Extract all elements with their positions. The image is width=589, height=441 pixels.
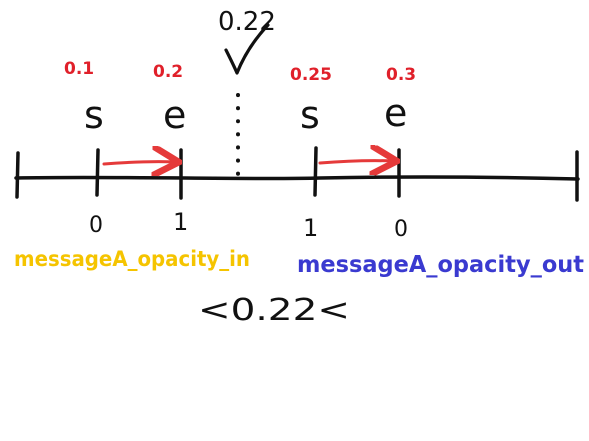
arrow-b xyxy=(318,161,394,163)
arrow-a xyxy=(102,162,176,164)
start-b-value: 0.25 xyxy=(290,65,332,85)
tick-start-a xyxy=(95,148,100,197)
start-a-letter: s xyxy=(84,93,104,137)
label-opacity-out: messageA_opacity_out xyxy=(297,252,584,278)
end-b-letter: e xyxy=(384,91,407,135)
end-b-value: 0.3 xyxy=(386,65,416,85)
end-b-tick-value: 0 xyxy=(394,217,408,242)
end-a-letter: e xyxy=(163,93,186,137)
end-a-tick-value: 1 xyxy=(173,208,188,236)
end-a-value: 0.2 xyxy=(153,62,183,82)
start-a-value: 0.1 xyxy=(64,59,94,79)
timeline-axis xyxy=(14,175,580,181)
check-icon xyxy=(224,23,270,75)
top-value-label: 0.22 xyxy=(218,7,276,37)
start-b-tick-value: 1 xyxy=(303,214,318,242)
start-b-letter: s xyxy=(300,93,320,137)
tick-start-b xyxy=(313,146,318,197)
axis-left-cap xyxy=(15,151,20,199)
start-a-tick-value: 0 xyxy=(89,213,103,238)
label-opacity-in: messageA_opacity_in xyxy=(14,247,250,271)
condition-label: <0.22< xyxy=(198,293,350,328)
